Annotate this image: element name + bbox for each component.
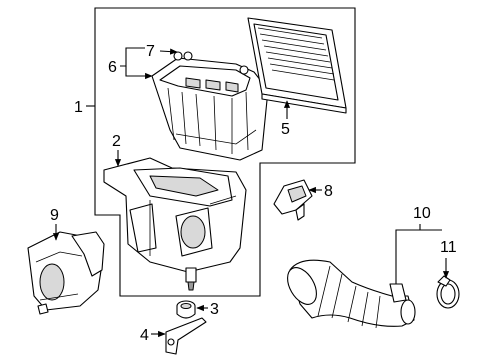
callout-6: 6	[108, 59, 117, 76]
air-cleaner-cover	[151, 51, 269, 161]
hose-clamp	[436, 275, 460, 309]
leader-6	[120, 47, 145, 67]
callout-1: 1	[74, 99, 83, 116]
assembly-frame	[94, 7, 356, 297]
intake-hose	[287, 259, 416, 329]
callout-9: 9	[50, 207, 59, 224]
grommet	[176, 300, 196, 319]
mass-air-flow-sensor	[273, 179, 313, 221]
lower-housing	[103, 157, 247, 291]
callout-5: 5	[281, 121, 290, 138]
bracket	[165, 317, 207, 355]
inlet-resonator	[27, 231, 105, 315]
leader-6b	[125, 66, 153, 80]
leader-10	[395, 229, 442, 284]
callout-8: 8	[324, 183, 333, 200]
callout-2: 2	[112, 133, 121, 150]
leader-7	[159, 48, 178, 55]
callout-3: 3	[210, 301, 219, 318]
callout-7: 7	[146, 43, 155, 60]
air-filter-element	[247, 17, 347, 114]
callout-4: 4	[140, 327, 149, 344]
callout-11: 11	[440, 239, 457, 256]
callout-10: 10	[413, 205, 431, 222]
